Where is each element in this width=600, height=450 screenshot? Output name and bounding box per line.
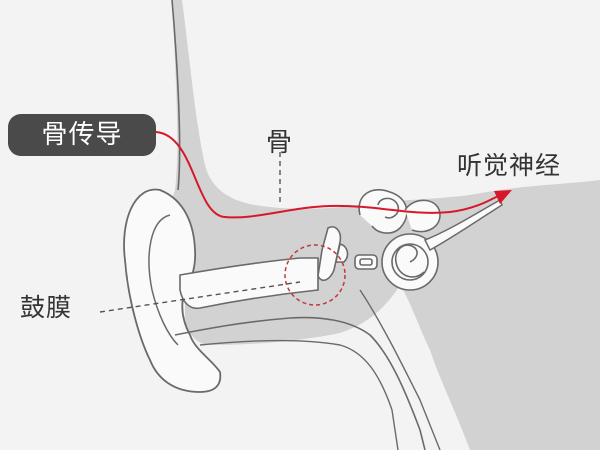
lower-head-outline-2 <box>199 339 399 450</box>
eardrum-leader-line <box>99 281 301 313</box>
bone-conduction-label-pill: 骨传导 <box>8 114 156 156</box>
auditory-nerve <box>423 198 503 252</box>
ossicles <box>317 226 378 282</box>
outer-ear <box>123 188 222 393</box>
eustachian-tube <box>359 289 441 450</box>
conduction-arrowhead <box>494 190 512 204</box>
ear-canal <box>179 257 319 310</box>
bone-label: 骨 <box>266 128 293 158</box>
skull-outline <box>171 0 181 191</box>
eardrum-highlight <box>284 244 346 306</box>
bone-conduction-label: 骨传导 <box>41 120 123 150</box>
bone-conduction-path <box>155 131 501 219</box>
upper-space <box>182 0 600 209</box>
auditory-nerve-label: 听觉神经 <box>457 151 562 180</box>
eardrum-label: 鼓膜 <box>20 293 73 322</box>
inner-ear <box>358 189 441 291</box>
lower-head-outline <box>174 316 426 450</box>
ear-fold <box>148 214 179 346</box>
